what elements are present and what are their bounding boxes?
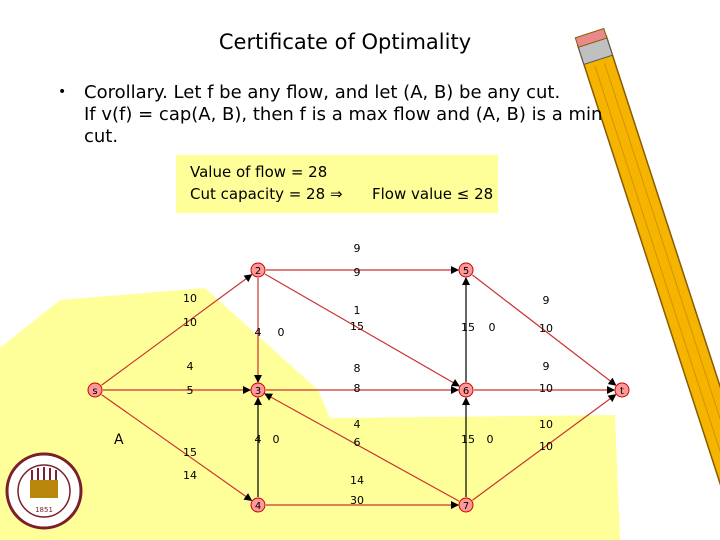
edge-label: 30 — [350, 494, 364, 507]
cut-label-a: A — [114, 432, 124, 448]
edge-label: 1 — [354, 304, 361, 317]
flow-bound-text: Flow value ≤ 28 — [372, 185, 494, 203]
cut-region-a — [0, 288, 620, 540]
edge-label: 6 — [354, 436, 361, 449]
node-2: 2 — [250, 262, 266, 278]
node-5: 5 — [458, 262, 474, 278]
edge-label: 14 — [183, 469, 197, 482]
node-3: 3 — [250, 382, 266, 398]
node-s: s — [87, 382, 103, 398]
edge-label: 15 — [461, 321, 475, 334]
edge-label: 10 — [183, 316, 197, 329]
edge-label: 8 — [354, 382, 361, 395]
edge-s-2 — [101, 274, 253, 386]
node-4: 4 — [250, 497, 266, 513]
node-label: 3 — [255, 386, 261, 397]
node-label: 4 — [255, 501, 261, 512]
slide-title: Certificate of Optimality — [218, 30, 472, 54]
edge-label: 9 — [354, 242, 361, 255]
edge-label: 4 — [354, 418, 361, 431]
edge-label: 0 — [273, 433, 280, 446]
edge-label: 14 — [350, 474, 364, 487]
edge-s-4 — [101, 394, 253, 501]
cut-capacity-text: Cut capacity = 28 — [190, 185, 326, 203]
edge-label: 10 — [539, 322, 553, 335]
corollary-text: Corollary. Let f be any flow, and let (A… — [84, 82, 603, 147]
node-7: 7 — [458, 497, 474, 513]
edge-label: 9 — [354, 266, 361, 279]
bullet-marker: • — [58, 84, 67, 100]
node-label: t — [620, 386, 624, 397]
pencil-icon — [574, 27, 720, 494]
edge-label: 4 — [187, 360, 194, 373]
edge-label: 10 — [539, 440, 553, 453]
node-label: s — [92, 386, 97, 397]
edge-label: 0 — [278, 326, 285, 339]
edge-label: 4 — [255, 326, 262, 339]
university-seal-icon: 1851 — [5, 452, 83, 530]
edge-7-3 — [264, 393, 460, 502]
svg-text:1851: 1851 — [35, 506, 53, 514]
node-t: t — [614, 382, 630, 398]
edge-label: 10 — [183, 292, 197, 305]
edge-label: 5 — [187, 384, 194, 397]
edge-label: 10 — [539, 418, 553, 431]
node-label: 6 — [463, 386, 469, 397]
node-label: 5 — [463, 266, 469, 277]
edge-label: 8 — [354, 362, 361, 375]
info-box: Value of flow = 28 Cut capacity = 28 ⇒ F… — [176, 155, 498, 213]
edge-5-t — [471, 274, 617, 386]
node-label: 2 — [255, 266, 261, 277]
edge-2-6 — [264, 273, 460, 387]
edge-label: 9 — [543, 360, 550, 373]
edge-label: 15 — [183, 446, 197, 459]
implies-symbol: ⇒ — [330, 185, 343, 203]
flow-value-text: Value of flow = 28 — [190, 163, 328, 181]
edge-label: 9 — [543, 294, 550, 307]
edge-label: 0 — [489, 321, 496, 334]
node-label: 7 — [463, 501, 469, 512]
edge-layer — [101, 266, 617, 509]
edge-label: 4 — [255, 433, 262, 446]
node-6: 6 — [458, 382, 474, 398]
edge-7-t — [472, 394, 617, 501]
edge-label: 15 — [350, 320, 364, 333]
edge-label: 0 — [487, 433, 494, 446]
edge-label: 10 — [539, 382, 553, 395]
edge-label: 15 — [461, 433, 475, 446]
